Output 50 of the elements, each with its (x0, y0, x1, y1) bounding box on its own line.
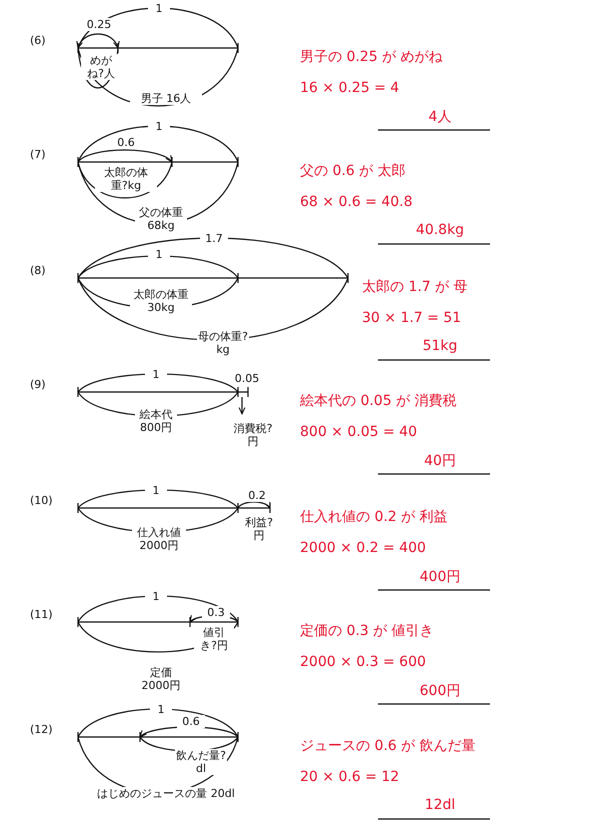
answer-sentence: 太郎の 1.7 が 母 (362, 278, 468, 296)
quantity-label: 母の体重?kg (197, 330, 249, 356)
answer: 4人 (428, 108, 452, 126)
problem-number: (8) (30, 264, 46, 277)
answer: 51kg (422, 338, 458, 354)
quantity-label: めがね?人 (81, 54, 121, 80)
ratio-label: 1 (150, 703, 172, 716)
quantity-label: 絵本代800円 (135, 408, 177, 434)
answer-sentence: 定価の 0.3 が 値引き (300, 622, 434, 640)
problem-number: (7) (30, 148, 46, 161)
quantity-label: 父の体重68kg (135, 206, 187, 232)
problem-number: (10) (30, 494, 53, 507)
ratio-label: 1.7 (200, 232, 228, 245)
problem-number: (9) (30, 378, 46, 391)
equation: 2000 × 0.3 = 600 (300, 654, 426, 670)
quantity-label: 太郎の体重30kg (130, 288, 192, 314)
problem-number: (6) (30, 34, 46, 47)
answer-sentence: 絵本代の 0.05 が 消費税 (300, 392, 457, 410)
problem-number: (11) (30, 608, 53, 621)
quantity-label: 仕入れ値2000円 (132, 526, 186, 552)
answer: 600円 (418, 682, 462, 700)
ratio-label: 0.6 (177, 715, 205, 728)
quantity-label: 消費税?円 (232, 422, 274, 448)
ratio-label: 1 (148, 2, 170, 15)
quantity-label: 飲んだ量?dl (175, 749, 227, 775)
answer-sentence: 父の 0.6 が 太郎 (300, 162, 406, 180)
quantity-label: 太郎の体重?kg (95, 166, 157, 192)
answer-sentence: 男子の 0.25 が めがね (300, 48, 443, 66)
answer: 400円 (418, 568, 462, 586)
quantity-label: 利益?円 (244, 516, 274, 542)
equation: 68 × 0.6 = 40.8 (300, 194, 413, 210)
ratio-label: 1 (145, 484, 167, 497)
answer-sentence: ジュースの 0.6 が 飲んだ量 (300, 737, 476, 755)
answer: 12dl (424, 797, 456, 813)
ratio-label: 1 (145, 368, 167, 381)
equation: 800 × 0.05 = 40 (300, 424, 417, 440)
quantity-label: 値引き?円 (194, 626, 234, 652)
ratio-label: 1 (148, 248, 170, 261)
equation: 16 × 0.25 = 4 (300, 80, 400, 96)
answer-sentence: 仕入れ値の 0.2 が 利益 (300, 508, 448, 526)
answer: 40円 (423, 452, 457, 470)
ratio-label: 1 (145, 590, 167, 603)
problem-number: (12) (30, 723, 53, 736)
quantity-label: 男子 16人 (130, 92, 202, 105)
ratio-label: 1 (148, 120, 170, 133)
equation: 30 × 1.7 = 51 (362, 310, 462, 326)
equation: 2000 × 0.2 = 400 (300, 540, 426, 556)
ratio-label: 0.3 (202, 606, 230, 619)
equation: 20 × 0.6 = 12 (300, 769, 400, 785)
answer: 40.8kg (414, 222, 466, 238)
